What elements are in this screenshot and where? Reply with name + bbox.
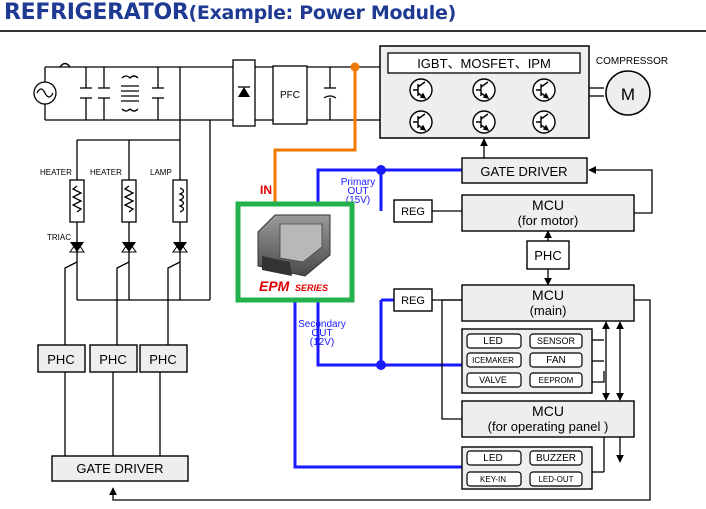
- gate-driver-bottom-label: GATE DRIVER: [76, 461, 163, 476]
- mcu-main-box: [461, 284, 635, 322]
- in-label: IN: [260, 183, 272, 197]
- primary-label-1: Primary: [341, 177, 375, 188]
- secondary-label-3: (12V): [310, 337, 334, 348]
- led2-label: LED: [483, 453, 502, 464]
- epm-series-label: SERIES: [295, 283, 328, 293]
- mcu-motor-label-2: (for motor): [518, 213, 579, 228]
- fan-label: FAN: [546, 355, 565, 366]
- mcu-main-label-2: (main): [530, 303, 567, 318]
- peripheral-box: [529, 352, 583, 368]
- gate-driver-top-label: GATE DRIVER: [480, 164, 567, 179]
- phc1-label: PHC: [47, 352, 74, 367]
- left-blocks: [37, 344, 189, 482]
- led-label: LED: [483, 336, 502, 347]
- secondary-label-2: OUT: [311, 328, 332, 339]
- transistor-array: [409, 78, 556, 134]
- power-lines: [293, 168, 462, 469]
- transistor-icon: [532, 78, 556, 102]
- peripheral-box: [466, 450, 522, 466]
- triac-label: TRIAC: [47, 233, 71, 242]
- title-main: REFRIGERATOR: [4, 0, 189, 25]
- gate-driver-bottom-box: [51, 455, 189, 482]
- phc1-box: [37, 344, 86, 373]
- epm-label: EPM: [259, 278, 290, 294]
- mcu-panel-label-1: MCU: [532, 403, 564, 419]
- phc2-box: [89, 344, 138, 373]
- pfc-label: PFC: [280, 90, 300, 101]
- primary-label-2: OUT: [347, 186, 368, 197]
- transistor-icon: [409, 110, 433, 134]
- peripheral-box: [466, 333, 522, 349]
- page-title: REFRIGERATOR(Example: Power Module): [4, 0, 456, 25]
- heater1-label: HEATER: [40, 168, 72, 177]
- peripheral-box: [466, 471, 522, 487]
- phc2-label: PHC: [99, 352, 126, 367]
- peripheral-box: [529, 450, 583, 466]
- gate-driver-top-box: [461, 157, 588, 184]
- in-line: [273, 67, 357, 205]
- title-rule: [0, 30, 706, 32]
- peripheral-box: [529, 471, 583, 487]
- title-subtitle: (Example: Power Module): [188, 2, 457, 24]
- phc-center-box: [526, 240, 570, 270]
- peripheral-box: [466, 372, 522, 388]
- phc3-label: PHC: [149, 352, 176, 367]
- transistor-icon: [532, 110, 556, 134]
- mcu-motor-label-1: MCU: [532, 197, 564, 213]
- transistor-icon: [472, 110, 496, 134]
- icemaker-label: ICEMAKER: [472, 356, 514, 365]
- eeprom-label: EEPROM: [539, 376, 574, 385]
- phc3-box: [139, 344, 188, 373]
- mains-input: [33, 59, 380, 300]
- secondary-label-1: Secondary: [298, 319, 346, 330]
- phc-center-label: PHC: [534, 248, 561, 263]
- sensor-label: SENSOR: [537, 336, 576, 346]
- control-wiring: [109, 138, 653, 501]
- valve-label: VALVE: [479, 375, 507, 385]
- ledout-label: LED-OUT: [538, 475, 573, 484]
- igbt-label: IGBT、MOSFET、IPM: [417, 56, 551, 71]
- compressor-label: COMPRESSOR: [596, 56, 668, 67]
- peripheral-box: [529, 333, 583, 349]
- primary-label-3: (15V): [346, 195, 370, 206]
- mcu-motor-box: [461, 194, 635, 232]
- control-blocks: [393, 157, 635, 490]
- transistor-icon: [472, 78, 496, 102]
- transistor-icon: [409, 78, 433, 102]
- keyin-label: KEY-IN: [480, 475, 506, 484]
- reg2-label: REG: [401, 295, 425, 307]
- peripheral-box: [466, 352, 522, 368]
- mcu-panel-label-2: (for operating panel ): [488, 419, 609, 434]
- load-branches: [64, 139, 210, 456]
- epm-module: [235, 201, 355, 303]
- heater2-label: HEATER: [90, 168, 122, 177]
- peripheral-box: [529, 372, 583, 388]
- triac-symbols: [69, 241, 188, 253]
- motor-icon: [605, 70, 651, 116]
- lamp-label: LAMP: [150, 168, 172, 177]
- mcu-main-label-1: MCU: [532, 287, 564, 303]
- reg1-label: REG: [401, 206, 425, 218]
- buzzer-label: BUZZER: [536, 453, 576, 464]
- motor-label: M: [621, 85, 635, 104]
- peripheral-boxes: [466, 333, 583, 487]
